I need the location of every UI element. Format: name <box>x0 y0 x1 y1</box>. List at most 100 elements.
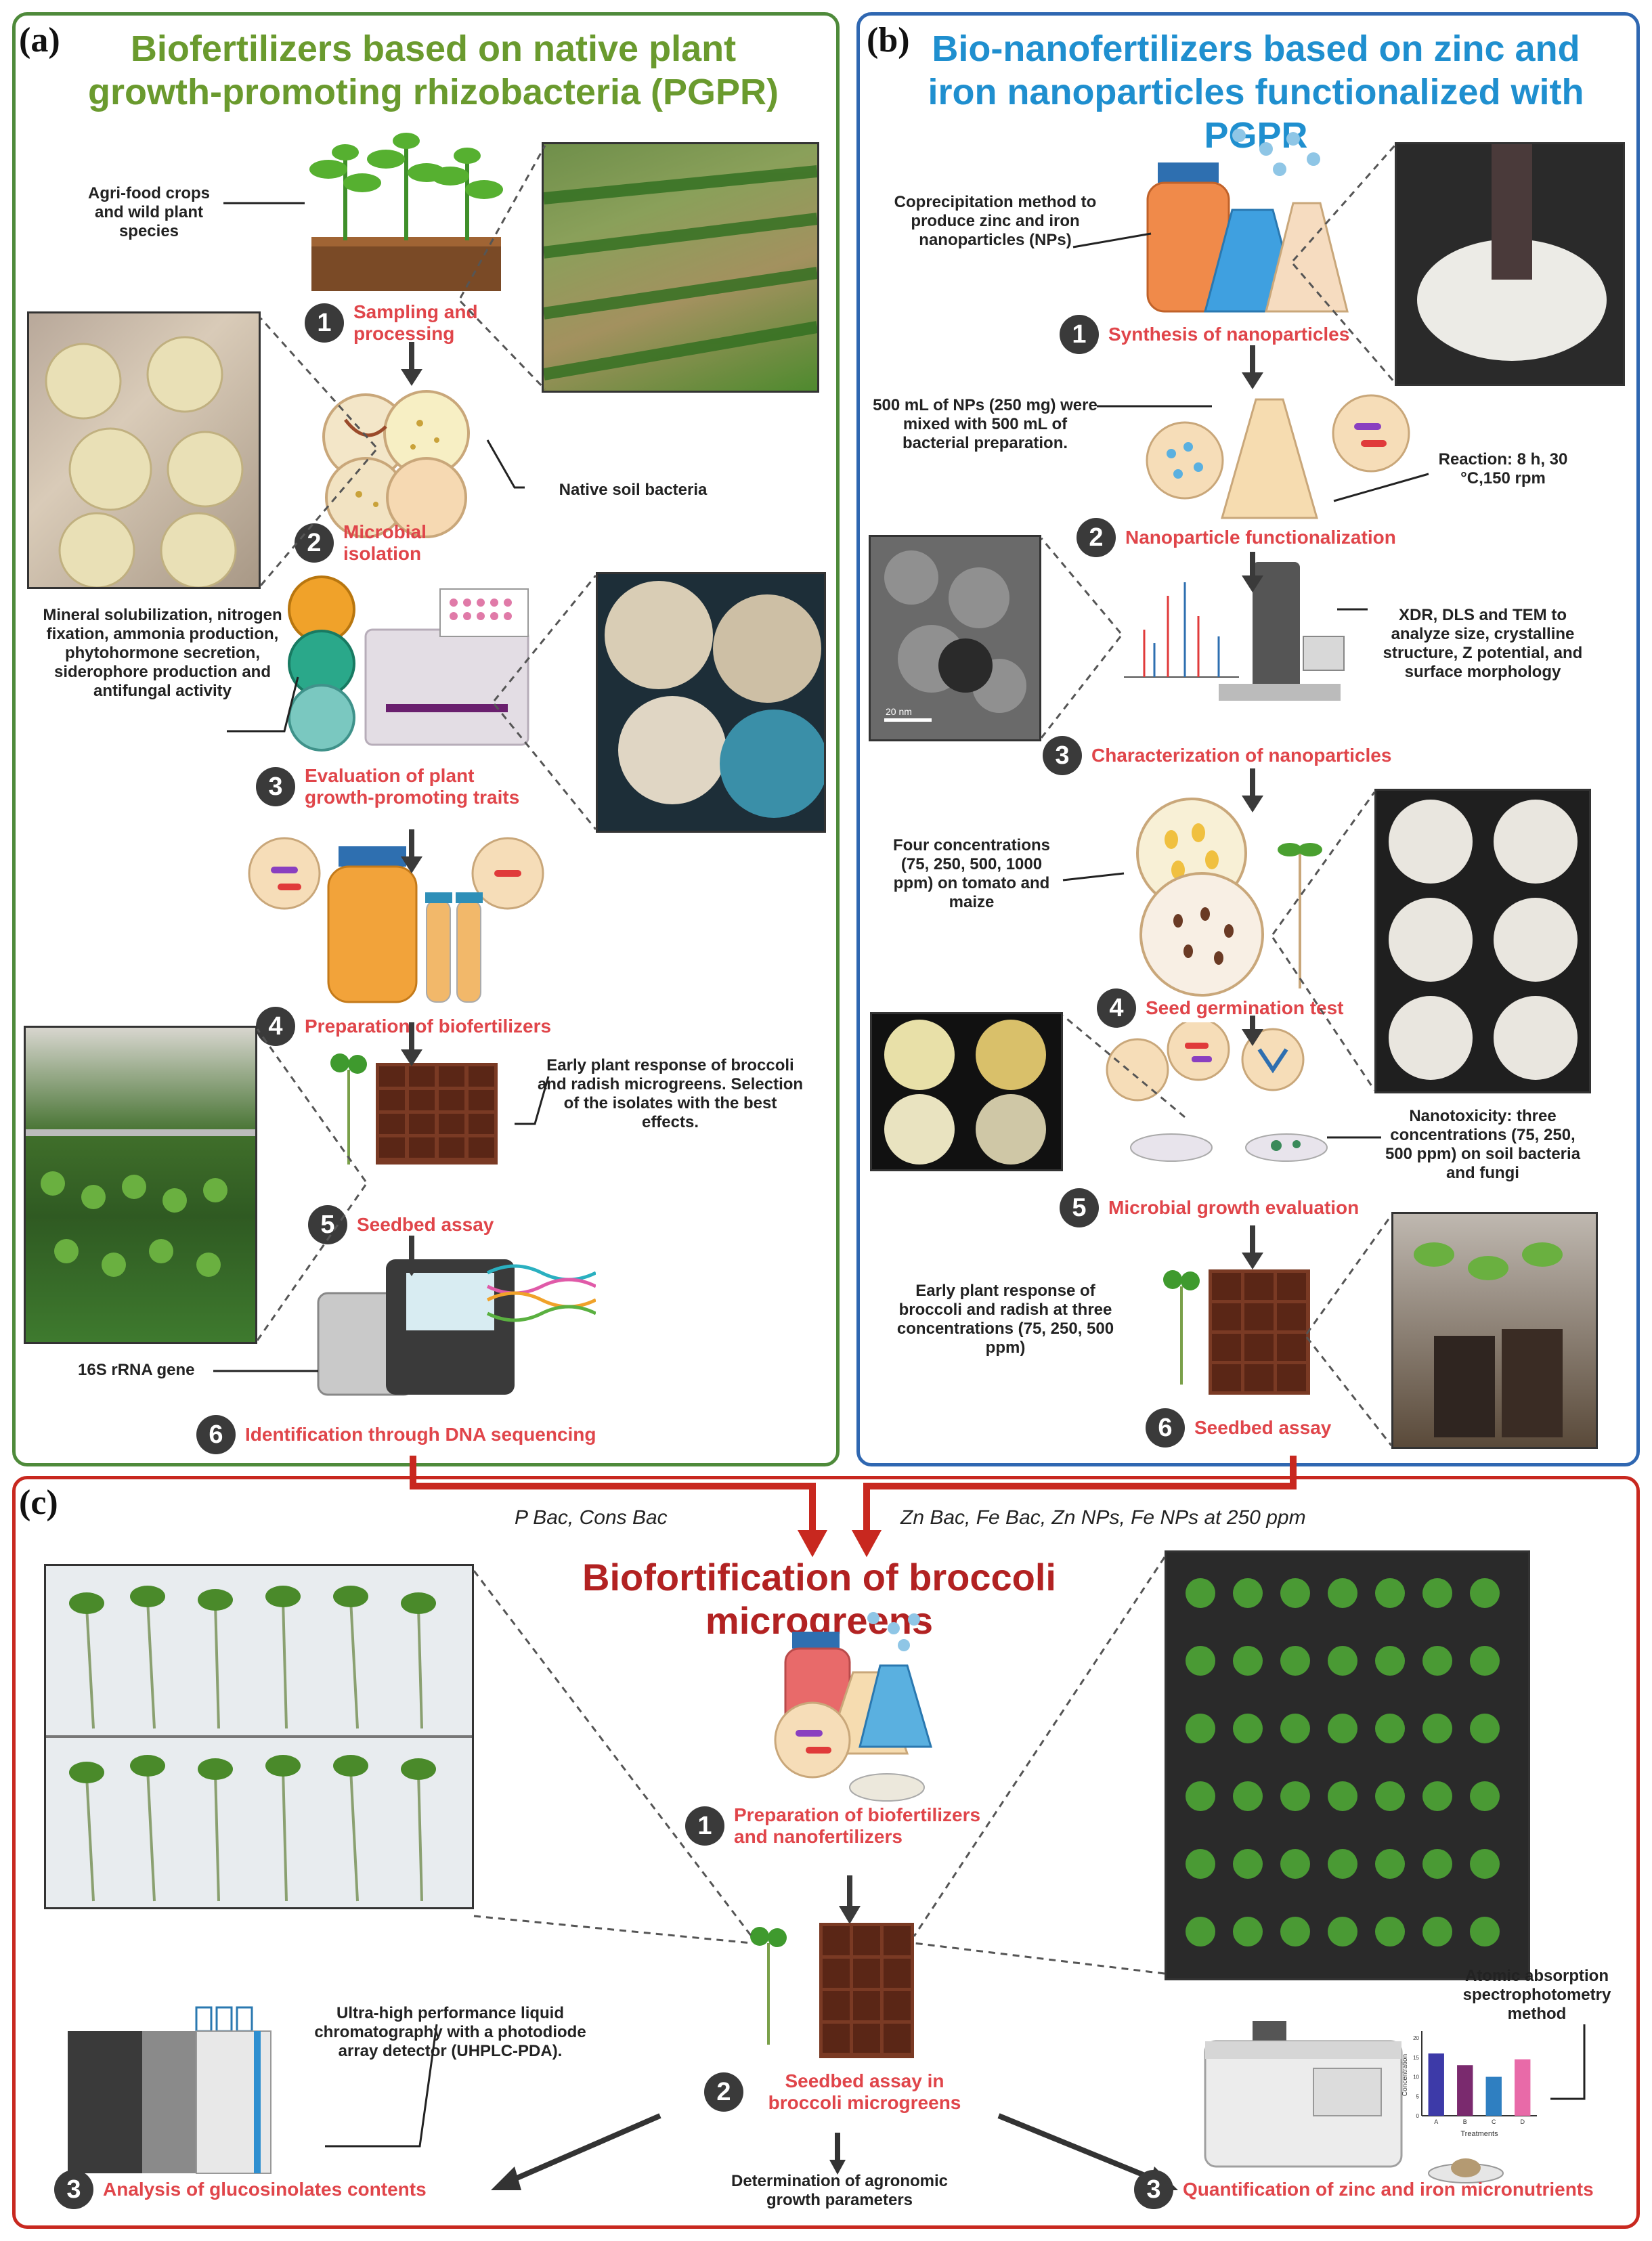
early-response-b-note: Early plant response of broccoli and rad… <box>896 1282 1114 1357</box>
characterization-instrument-illustration <box>1117 555 1347 704</box>
four-concentrations-note: Four concentrations (75, 250, 500, 1000 … <box>892 836 1051 911</box>
panel-a <box>12 12 840 1466</box>
chart-category-label-A: A <box>1434 2118 1438 2125</box>
step-b5: 5 Microbial growth evaluation <box>1060 1188 1406 1227</box>
step-a3-number: 3 <box>256 767 295 806</box>
field-photo <box>542 142 819 393</box>
tem-scale-label: 20 nm <box>886 706 912 717</box>
step-a4-label: Preparation of biofertilizers <box>305 1016 552 1037</box>
panel-c <box>12 1476 1640 2229</box>
step-c1-number: 1 <box>685 1806 724 1846</box>
chart-bar-A <box>1428 2053 1444 2116</box>
step-b5-number: 5 <box>1060 1188 1099 1227</box>
chart-y-tick-label: 15 <box>1413 2055 1419 2061</box>
input-left-label: P Bac, Cons Bac <box>515 1506 668 1529</box>
chart-y-label: Concentration <box>1401 2054 1409 2096</box>
chart-bar-D <box>1515 2059 1531 2116</box>
greenhouse-photo <box>24 1026 257 1344</box>
step-b2: 2 Nanoparticle functionalization <box>1077 518 1437 557</box>
step-c3-right-label: Quantification of zinc and iron micronut… <box>1183 2179 1594 2200</box>
step-c2-number: 2 <box>704 2072 743 2112</box>
functionalization-illustration <box>1144 393 1415 521</box>
panel-b-letter: (b) <box>867 21 910 60</box>
germination-photo <box>1374 789 1591 1093</box>
isolation-photo <box>27 311 261 589</box>
nanoparticle-powder-photo <box>1395 142 1625 386</box>
step-b2-number: 2 <box>1077 518 1116 557</box>
step-a2-label: Microbial isolation <box>343 521 427 564</box>
flow-arrow-c <box>829 1875 870 1930</box>
step-b3-label: Characterization of nanoparticles <box>1091 745 1392 766</box>
traits-note: Mineral solubilization, nitrogen fixatio… <box>43 606 282 700</box>
step-b4: 4 Seed germination test <box>1097 988 1376 1028</box>
tem-image: 20 nm <box>869 535 1041 741</box>
chart-category-label-D: D <box>1521 2118 1525 2125</box>
step-a5-label: Seedbed assay <box>357 1214 494 1235</box>
antifungal-plates-photo <box>596 572 826 833</box>
early-response-a-note: Early plant response of broccoli and rad… <box>537 1056 804 1131</box>
input-right-label: Zn Bac, Fe Bac, Zn NPs, Fe NPs at 250 pp… <box>900 1506 1306 1529</box>
panel-b <box>856 12 1640 1466</box>
hplc-instrument-illustration <box>61 2004 284 2180</box>
chart-category-label-C: C <box>1492 2118 1496 2125</box>
step-b6-label: Seedbed assay <box>1194 1417 1332 1438</box>
step-a1-number: 1 <box>305 303 344 343</box>
panel-a-title: Biofertilizers based on native plant gro… <box>88 28 779 112</box>
lab-glassware-illustration <box>1137 122 1354 318</box>
microbial-growth-illustration <box>1104 1022 1374 1171</box>
chart-bar-B <box>1457 2065 1473 2116</box>
chart-x-label: Treatments <box>1460 2130 1498 2138</box>
step-a2: 2 Microbial isolation <box>295 521 465 565</box>
nanotoxicity-note: Nanotoxicity: three concentrations (75, … <box>1385 1107 1581 1182</box>
uhplc-note: Ultra-high performance liquid chromatogr… <box>314 2004 586 2060</box>
aas-note: Atomic absorption spectrophotometry meth… <box>1462 1967 1611 2023</box>
step-b4-label: Seed germination test <box>1146 997 1344 1018</box>
step-c3-right-number: 3 <box>1134 2170 1173 2209</box>
soil-bacteria-note: Native soil bacteria <box>559 481 708 499</box>
panel-c-letter: (c) <box>19 1483 58 1522</box>
step-a1: 1 Sampling and processing <box>305 301 509 345</box>
crops-note: Agri-food crops and wild plant species <box>88 184 210 240</box>
step-c3-right: 3 Quantification of zinc and iron micron… <box>1134 2170 1630 2209</box>
step-b2-label: Nanoparticle functionalization <box>1125 527 1396 548</box>
step-b3: 3 Characterization of nanoparticles <box>1043 736 1443 775</box>
seedling-pots-photo <box>1391 1212 1598 1449</box>
chart-y-tick-label: 5 <box>1416 2093 1420 2099</box>
step-b6: 6 Seedbed assay <box>1146 1408 1343 1448</box>
germination-dishes-illustration <box>1117 792 1341 1002</box>
agronomic-note: Determination of agronomic growth parame… <box>731 2172 949 2209</box>
step-a1-label: Sampling and processing <box>353 301 478 344</box>
gene-note: 16S rRNA gene <box>78 1361 195 1379</box>
step-a3: 3 Evaluation of plant growth-promoting t… <box>256 765 548 808</box>
coprecip-note: Coprecipitation method to produce zinc a… <box>894 193 1097 249</box>
xdr-note: XDR, DLS and TEM to analyze size, crysta… <box>1383 606 1583 681</box>
microgreen-trays-photo <box>1165 1550 1530 1980</box>
step-c2-label: Seedbed assay in broccoli microgreens <box>768 2070 961 2113</box>
step-b5-label: Microbial growth evaluation <box>1108 1197 1360 1218</box>
chart-y-tick-label: 20 <box>1413 2035 1419 2041</box>
step-a4-number: 4 <box>256 1007 295 1046</box>
biofertilizer-bottle-illustration <box>244 833 548 1009</box>
flow-arrows-b <box>1232 345 1273 1307</box>
step-a6: 6 Identification through DNA sequencing <box>196 1415 651 1454</box>
step-c3-left: 3 Analysis of glucosinolates contents <box>54 2170 482 2209</box>
step-a6-label: Identification through DNA sequencing <box>245 1424 596 1445</box>
seedbed-tray-b-illustration <box>1158 1263 1334 1398</box>
chart-y-tick-label: 0 <box>1416 2113 1420 2119</box>
aas-instrument-illustration <box>1198 2021 1415 2183</box>
step-c2: 2 Seedbed assay in broccoli microgreens <box>704 2070 976 2114</box>
step-b1-label: Synthesis of nanoparticles <box>1108 324 1350 345</box>
connector-arrows <box>379 1456 1327 1564</box>
step-b1: 1 Synthesis of nanoparticles <box>1060 315 1393 354</box>
reaction-note: Reaction: 8 h, 30 °C,150 rpm <box>1438 450 1568 487</box>
seedbed-tray-c-illustration <box>745 1923 921 2058</box>
microbial-plates-photo <box>870 1012 1063 1171</box>
step-a6-number: 6 <box>196 1415 236 1454</box>
step-b1-number: 1 <box>1060 315 1099 354</box>
step-b6-number: 6 <box>1146 1408 1185 1448</box>
sample-dish-illustration <box>1425 2146 1506 2187</box>
step-b3-number: 3 <box>1043 736 1082 775</box>
mix-note: 500 mL of NPs (250 mg) were mixed with 5… <box>873 396 1097 452</box>
